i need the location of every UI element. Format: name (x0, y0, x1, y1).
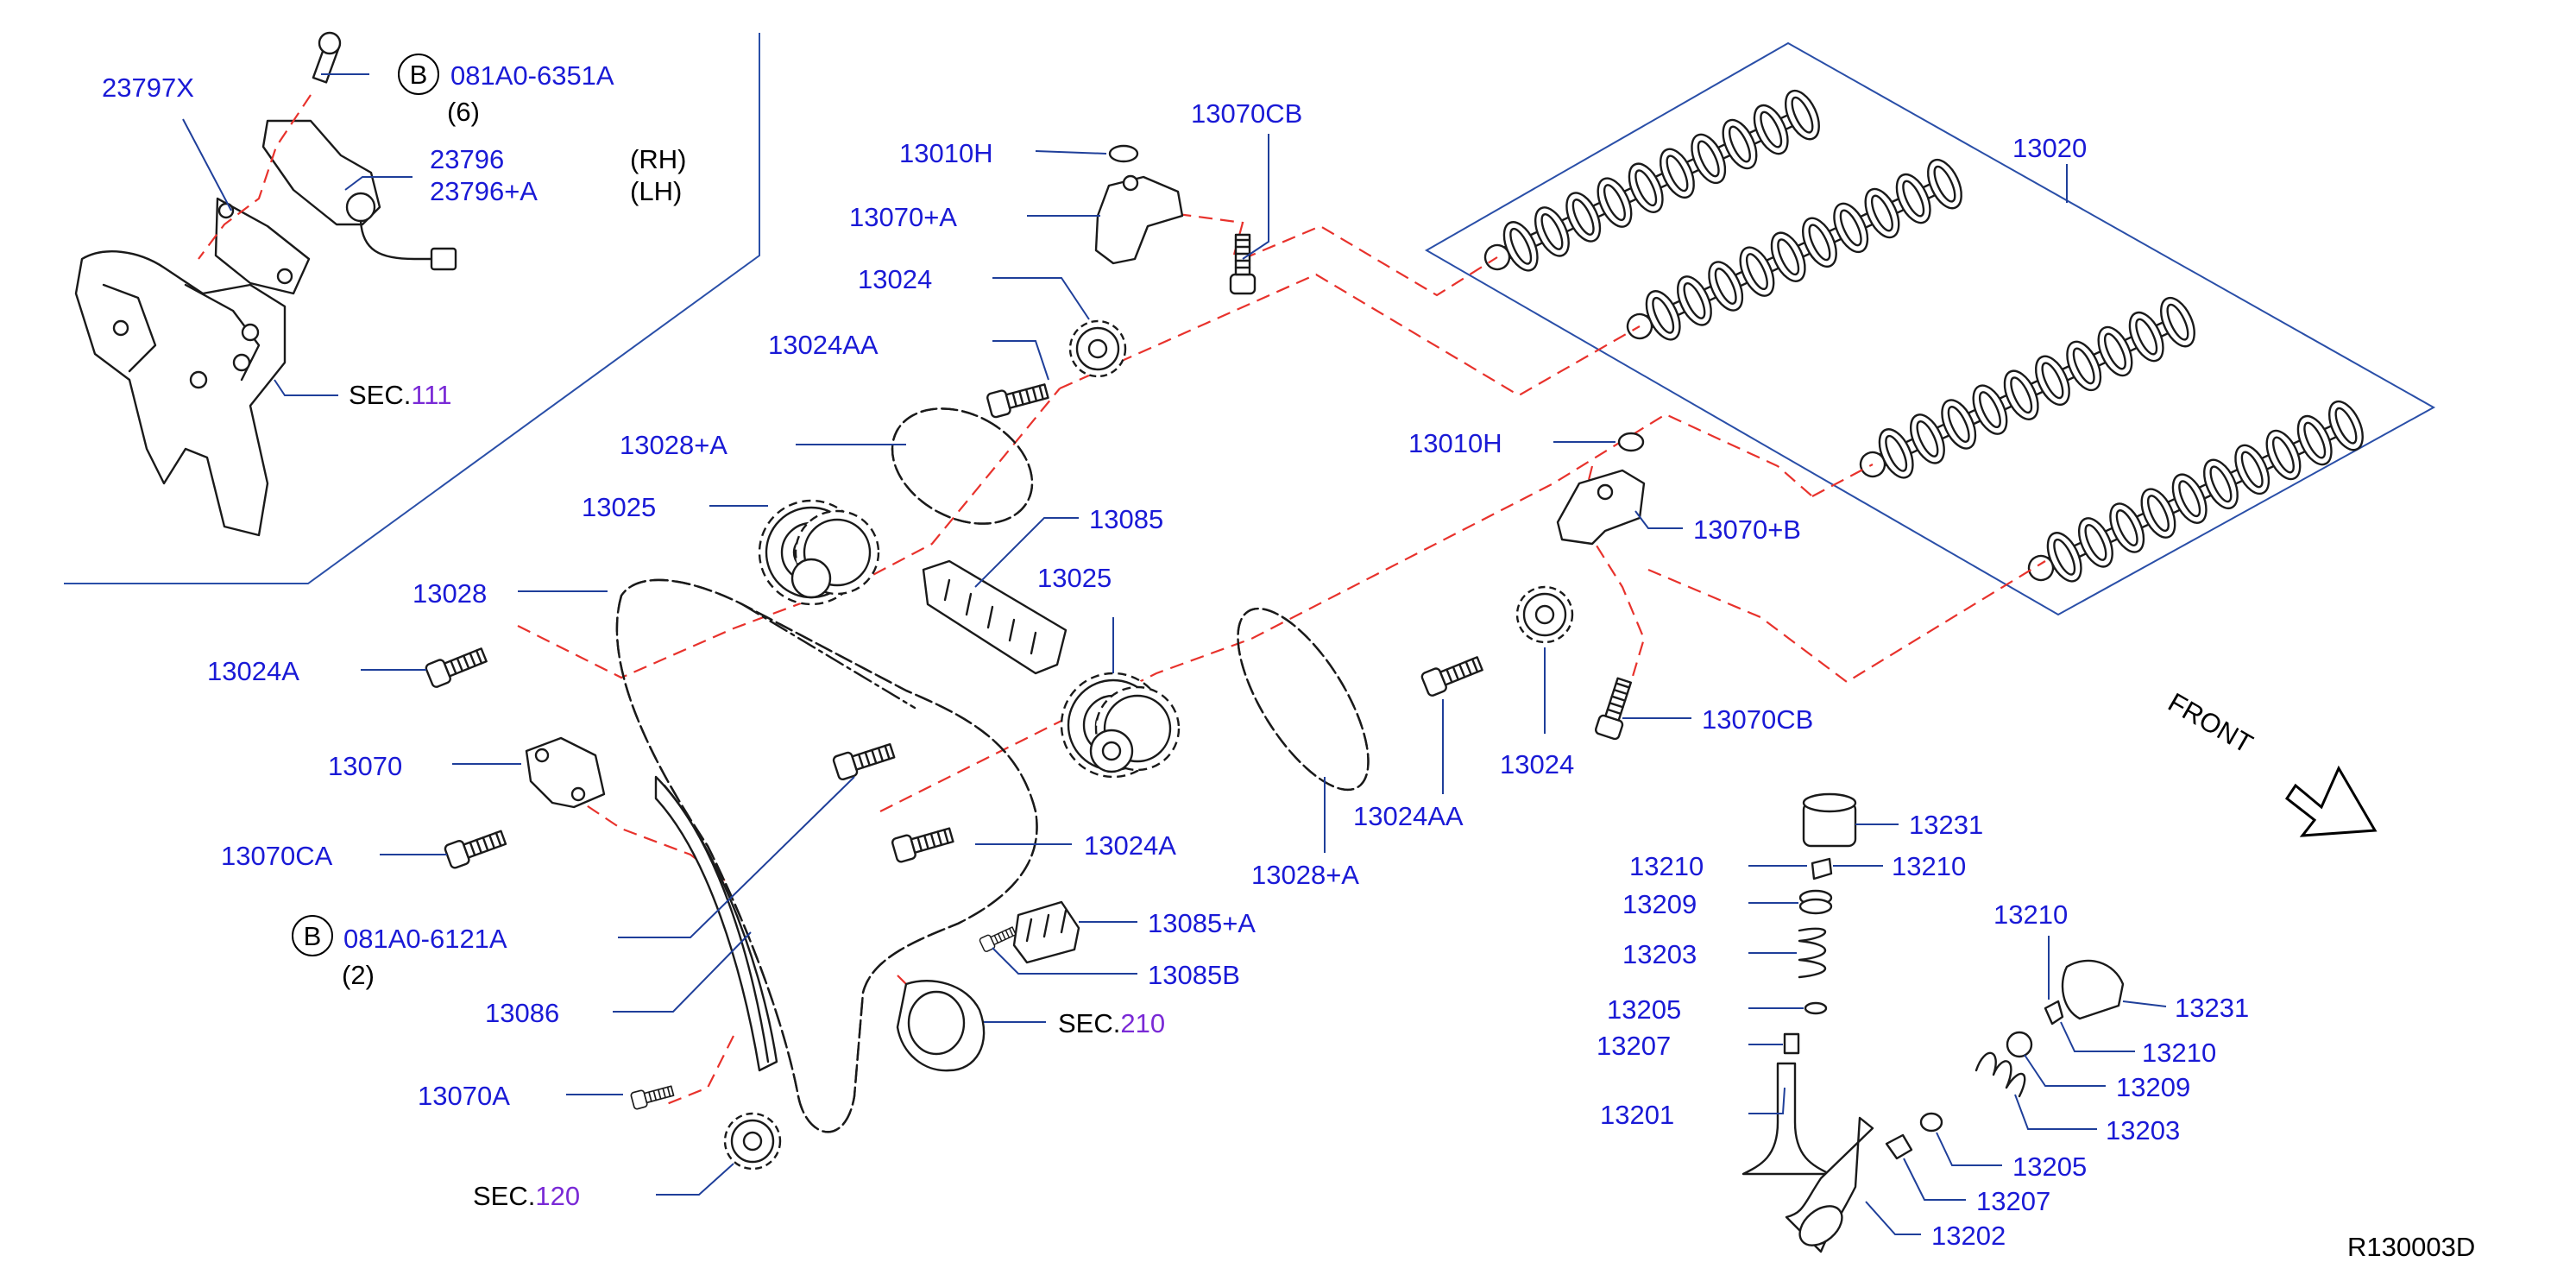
svg-text:B: B (410, 60, 428, 90)
valve-group-1 (1741, 792, 1857, 1176)
bolt-13024a-mid (890, 822, 956, 864)
chain-13028a-top (891, 407, 1034, 525)
label-13202: 13202 (1931, 1221, 2006, 1251)
label-13024-mid: 13024 (1500, 749, 1574, 779)
label-13024aa-top: 13024AA (768, 330, 879, 360)
label-13070-plus-b: 13070+B (1693, 514, 1801, 545)
label-23797x: 23797X (102, 73, 194, 103)
label-lh: (LH) (630, 176, 682, 206)
washer-13010h-top (1108, 144, 1139, 163)
bolt-marker-bottom: B (292, 915, 333, 956)
label-23796-plus-a: 23796+A (430, 176, 538, 206)
label-13024a-top: 13024A (207, 656, 299, 686)
label-13210-b: 13210 (1892, 851, 1966, 881)
label-13070: 13070 (328, 751, 402, 781)
label-sec-111: SEC.111 (349, 380, 451, 410)
label-13070cb-mid: 13070CB (1702, 704, 1813, 735)
label-13085b: 13085B (1148, 960, 1240, 990)
label-13205-b: 13205 (2012, 1152, 2087, 1182)
label-13085: 13085 (1089, 504, 1163, 534)
label-13209-b: 13209 (2116, 1072, 2190, 1102)
bolt-marker-top: B (398, 54, 439, 95)
inset-frame (64, 33, 760, 584)
label-13028-plus-a-top: 13028+A (620, 430, 727, 460)
sprocket-13025-left (758, 499, 880, 606)
camshaft-group-frame (1424, 41, 2436, 616)
label-sec-120: SEC.120 (473, 1181, 580, 1211)
label-13010h-mid: 13010H (1408, 428, 1502, 458)
label-13024a-mid: 13024A (1084, 830, 1176, 861)
label-13201: 13201 (1600, 1100, 1674, 1130)
label-13024-top: 13024 (858, 264, 932, 294)
bolt-13070ca (443, 824, 509, 870)
sprocket-13024-top (1068, 319, 1127, 378)
camshaft-4 (2027, 395, 2371, 588)
label-rh: (RH) (630, 144, 686, 174)
sprocket-13025-mid (1060, 672, 1181, 779)
label-13070-plus-a: 13070+A (849, 202, 957, 232)
front-direction-arrow: FRONT (2163, 687, 2378, 837)
label-13207-a: 13207 (1597, 1031, 1671, 1061)
label-qty-2: (2) (342, 960, 375, 990)
bolt-13024aa-top (985, 378, 1051, 420)
label-13085-plus-a: 13085+A (1148, 908, 1256, 938)
label-13209-a: 13209 (1622, 889, 1697, 919)
valve-group-2 (1785, 959, 2125, 1253)
leader-lines (182, 73, 2167, 1235)
label-13203-a: 13203 (1622, 939, 1697, 969)
chain-guide-13085a-plus (1012, 900, 1080, 964)
label-23796: 23796 (430, 144, 504, 174)
label-13010h-top: 13010H (899, 138, 993, 168)
label-13024aa-mid: 13024AA (1353, 801, 1464, 831)
figure-code: R130003D (2347, 1232, 2475, 1262)
slack-guide-13086 (654, 775, 778, 1072)
chain-13028a-mid (1237, 607, 1370, 792)
sprocket-13024-mid (1515, 585, 1574, 644)
bolt-13024aa-mid (1420, 651, 1486, 698)
label-13086: 13086 (485, 998, 559, 1028)
timing-chain-13028 (615, 578, 1038, 1133)
label-13231-b: 13231 (2175, 993, 2249, 1023)
label-13070ca: 13070CA (221, 841, 333, 871)
label-13231-a: 13231 (1909, 810, 1983, 840)
bolt-13024a-top (424, 642, 490, 690)
bolt-13070cb-mid (1593, 675, 1637, 741)
label-13207-b: 13207 (1976, 1186, 2050, 1216)
label-13210-d: 13210 (2142, 1038, 2216, 1068)
label-13210-a: 13210 (1629, 851, 1704, 881)
label-13205-a: 13205 (1607, 994, 1681, 1025)
label-sec-210: SEC.210 (1058, 1008, 1165, 1038)
label-13028-plus-a-mid: 13028+A (1251, 860, 1359, 890)
bolt-13070cb-top (1229, 233, 1257, 295)
chain-guide-13085 (922, 559, 1068, 675)
label-081a0-6121a: 081A0-6121A (343, 924, 507, 954)
chain-tensioner-13070 (525, 736, 606, 809)
bolt-13070a (629, 1082, 676, 1111)
label-13070cb-top: 13070CB (1191, 98, 1302, 129)
label-13025-left: 13025 (582, 492, 656, 522)
label-13203-b: 13203 (2106, 1115, 2180, 1145)
label-13025-mid: 13025 (1037, 563, 1112, 593)
label-qty-6: (6) (447, 97, 480, 127)
label-13210-c: 13210 (1993, 899, 2068, 930)
label-13020: 13020 (2012, 133, 2087, 163)
camshaft-3 (1859, 292, 2202, 484)
label-081a0-6351a: 081A0-6351A (450, 60, 614, 91)
svg-text:B: B (304, 921, 322, 951)
washer-13010h-mid (1617, 432, 1645, 452)
bolt-13085b (978, 924, 1018, 953)
label-13070a: 13070A (418, 1081, 510, 1111)
label-13028: 13028 (413, 578, 487, 609)
cam-position-sensor-assembly (74, 31, 457, 537)
front-label: FRONT (2163, 687, 2258, 760)
bolt-b-081a0-6121a (831, 738, 898, 782)
chain-tensioner-13070b-plus (1556, 469, 1646, 546)
oil-pump-sec210 (896, 980, 986, 1072)
chain-tensioner-13070a-plus (1094, 174, 1184, 265)
crank-sprocket-sec120 (723, 1112, 782, 1171)
part-labels: 23797X 081A0-6351A (6) 23796 23796+A (RH… (102, 60, 2475, 1262)
